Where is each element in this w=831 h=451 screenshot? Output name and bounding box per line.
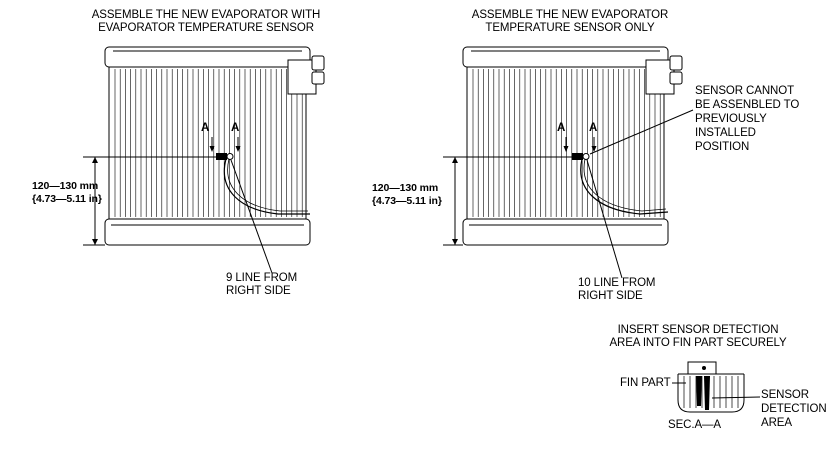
left-title-line2: EVAPORATOR TEMPERATURE SENSOR — [98, 22, 314, 34]
section-arrowhead-1 — [563, 146, 569, 152]
right-title-line1: ASSEMBLE THE NEW EVAPORATOR — [471, 9, 669, 21]
right-title-line2: TEMPERATURE SENSOR ONLY — [485, 22, 655, 34]
top-tank — [462, 46, 669, 68]
pipe-block — [645, 59, 675, 95]
right-dim-in: {4.73—5.11 in} — [372, 195, 442, 207]
section-arrowhead-2 — [235, 146, 241, 152]
right-note-line4: INSTALLED — [695, 127, 756, 139]
left-line-callout: 9 LINE FROM RIGHT SIDE — [226, 272, 297, 298]
right-callout-line1: 10 LINE FROM — [578, 277, 656, 289]
left-callout-line1: 9 LINE FROM — [226, 272, 298, 284]
top-tank — [104, 46, 311, 68]
right-note-line2: BE ASSENBLED TO — [695, 99, 800, 111]
sensor-probe-right — [704, 376, 710, 410]
note-leader — [589, 109, 694, 155]
right-line-callout: 10 LINE FROM RIGHT SIDE — [578, 277, 656, 303]
callout-leader — [230, 159, 273, 274]
evaporator-right — [443, 46, 694, 279]
right-note-line3: PREVIOUSLY — [695, 113, 767, 125]
right-dim-mm: 120—130 mm — [372, 182, 439, 194]
left-section-mark-a1: A — [201, 122, 210, 134]
right-callout-line2: RIGHT SIDE — [578, 290, 643, 302]
sensor-wire — [223, 158, 310, 215]
sensor-clip — [582, 153, 590, 160]
section-arrowhead-2 — [591, 146, 597, 152]
detail-title-line1: INSERT SENSOR DETECTION — [617, 324, 779, 336]
sensor-label-line1: SENSOR — [761, 389, 809, 401]
sensor-probe-left — [696, 376, 702, 406]
sensor-label-line2: DETECTION — [761, 403, 827, 415]
right-dimension-label: 120—130 mm {4.73—5.11 in} — [372, 182, 442, 208]
dimension-arrow-bottom — [452, 239, 458, 245]
right-section-mark-a1: A — [557, 122, 566, 134]
sensor-wire — [580, 158, 669, 215]
pipe-fitting-upper — [311, 55, 325, 71]
left-title: ASSEMBLE THE NEW EVAPORATOR WITH EVAPORA… — [46, 9, 366, 35]
dimension-arrow-bottom — [92, 239, 98, 245]
left-dimension-label: 120—130 mm {4.73—5.11 in} — [32, 180, 102, 206]
evaporator-left — [83, 46, 325, 274]
pipe-fitting-lower — [311, 71, 325, 85]
sensor-label-line3: AREA — [761, 417, 792, 429]
pipe-block — [287, 59, 317, 95]
sensor-wire-inner — [227, 158, 308, 212]
right-title: ASSEMBLE THE NEW EVAPORATOR TEMPERATURE … — [440, 9, 700, 35]
section-detail — [672, 361, 761, 413]
pipe-fitting-lower — [669, 71, 683, 85]
fin-lines — [114, 69, 303, 217]
left-title-line1: ASSEMBLE THE NEW EVAPORATOR WITH — [91, 9, 321, 21]
sensor-block — [572, 153, 583, 160]
sensor-area-leader — [711, 396, 761, 399]
section-arrowhead-1 — [209, 146, 215, 152]
bottom-tank — [462, 218, 669, 246]
fin-body-outline — [677, 374, 745, 413]
bottom-tank — [104, 218, 311, 246]
right-note-line5: POSITION — [695, 141, 750, 153]
left-dim-mm: 120—130 mm — [32, 180, 99, 192]
fin-lines — [472, 69, 661, 217]
pipe-fitting-upper — [669, 55, 683, 71]
sensor-block — [216, 153, 227, 160]
right-section-mark-a2: A — [589, 122, 598, 134]
left-callout-line2: RIGHT SIDE — [226, 285, 291, 297]
callout-leader — [586, 159, 623, 279]
detail-title: INSERT SENSOR DETECTION AREA INTO FIN PA… — [580, 324, 816, 350]
right-note-line1: SENSOR CANNOT — [695, 85, 795, 97]
detail-title-line2: AREA INTO FIN PART SECURELY — [609, 337, 787, 349]
dimension-arrow-top — [92, 157, 98, 163]
fin-part-label: FIN PART — [620, 377, 671, 389]
sensor-detection-area-label: SENSOR DETECTION AREA — [761, 388, 827, 430]
left-dim-in: {4.73—5.11 in} — [32, 193, 102, 205]
left-section-mark-a2: A — [231, 122, 240, 134]
section-a-a-label: SEC.A—A — [668, 419, 721, 431]
dimension-arrow-top — [452, 157, 458, 163]
sensor-wire-inner — [583, 158, 667, 212]
sensor-clip — [226, 153, 234, 160]
sensor-screw — [702, 366, 706, 370]
right-sensor-note: SENSOR CANNOT BE ASSENBLED TO PREVIOUSLY… — [695, 84, 799, 154]
